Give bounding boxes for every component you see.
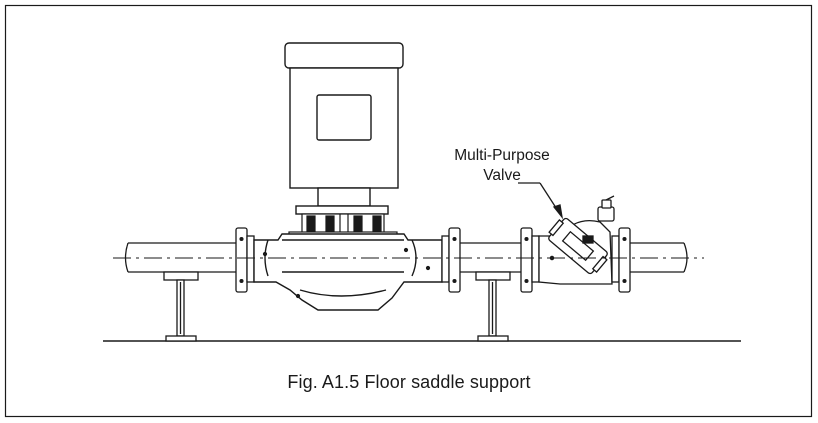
- multi-purpose-valve: [538, 195, 615, 285]
- motor-base-neck: [317, 187, 371, 207]
- motor-mount-plate: [295, 205, 389, 215]
- motor-nameplate: [316, 94, 372, 141]
- motor: [284, 42, 404, 215]
- center-flange: [441, 227, 461, 293]
- valve-callout-label-line2: Valve: [483, 167, 521, 184]
- left-floor-saddle-support: [163, 271, 199, 342]
- valve-outlet-flange: [611, 227, 631, 293]
- valve-inlet-flange: [520, 227, 540, 293]
- motor-top-cap: [284, 42, 404, 69]
- figure-caption: Fig. A1.5 Floor saddle support: [287, 372, 531, 392]
- left-flange: [235, 227, 255, 293]
- figure-border: [4, 4, 813, 418]
- valve-callout-label-line1: Multi-Purpose: [454, 147, 550, 164]
- right-floor-saddle-support: [475, 271, 511, 342]
- pump-casing: [253, 233, 443, 311]
- valve-callout-leader: [518, 182, 564, 220]
